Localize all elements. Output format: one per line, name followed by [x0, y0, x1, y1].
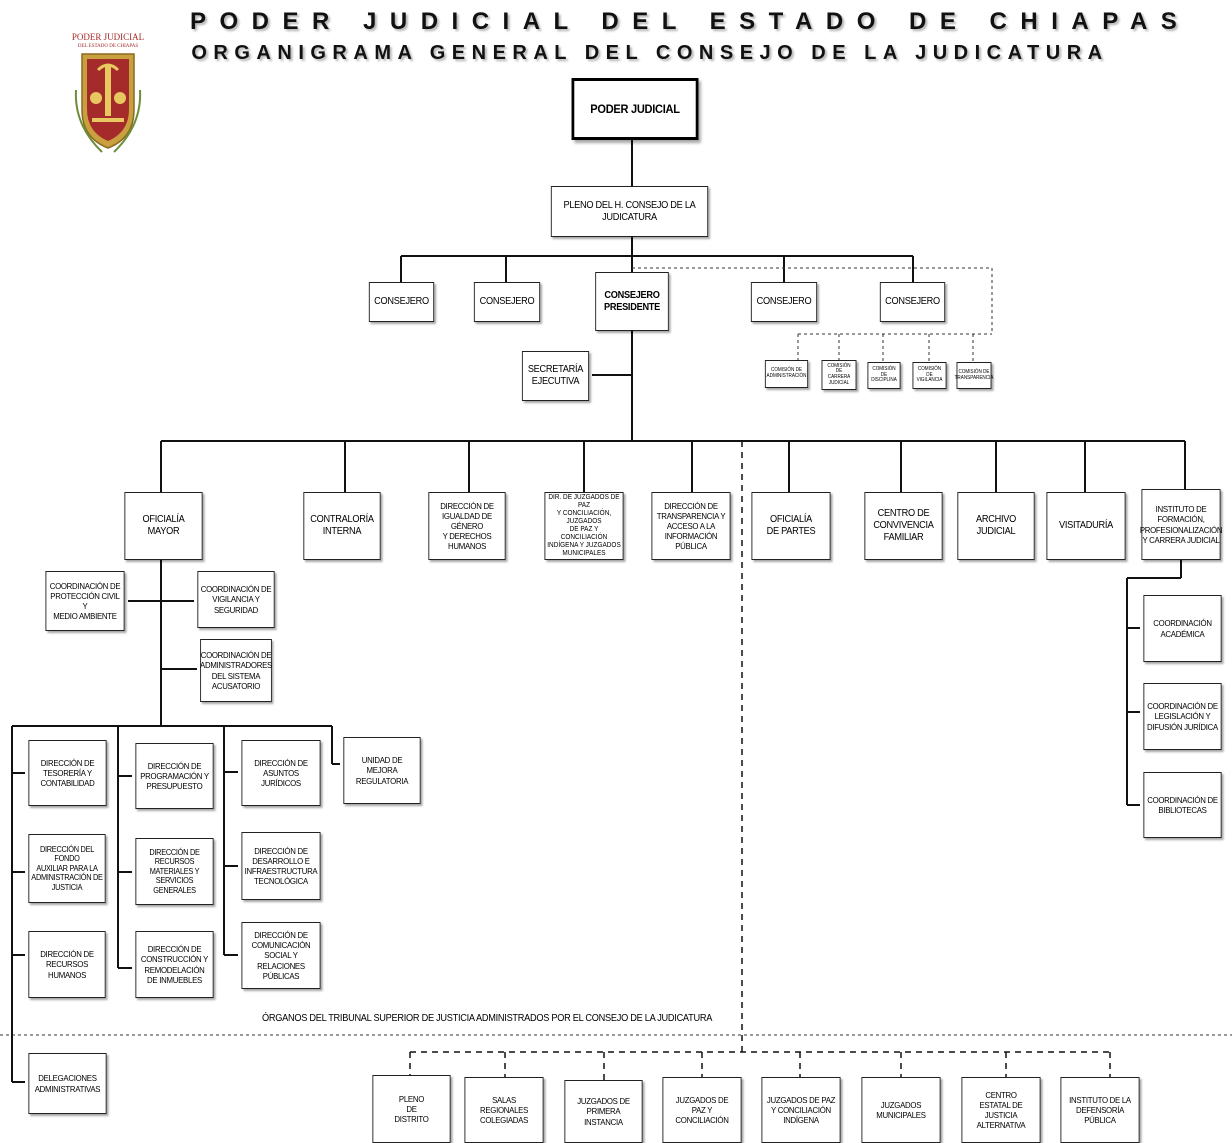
node-dir-recursos-materiales: DIRECCIÓN DE RECURSOS MATERIALES Y SERVI…: [135, 838, 214, 905]
node-dir-recursos-humanos: DIRECCIÓN DE RECURSOS HUMANOS: [28, 931, 106, 998]
node-dir-infraestructura: DIRECCIÓN DE DESARROLLO E INFRAESTRUCTUR…: [241, 832, 321, 900]
node-consejero-3: CONSEJERO: [750, 282, 818, 322]
node-centro-convivencia: CENTRO DE CONVIVENCIA FAMILIAR: [864, 492, 943, 560]
node-juzgados-municipales: JUZGADOS MUNICIPALES: [861, 1077, 941, 1143]
node-coord-vigilancia: COORDINACIÓN DE VIGILANCIA Y SEGURIDAD: [197, 571, 275, 628]
node-consejero-4: CONSEJERO: [879, 282, 946, 322]
node-oficialia-mayor: OFICIALÍA MAYOR: [124, 492, 203, 560]
logo-text-line1: PODER JUDICIAL: [72, 32, 144, 42]
node-centro-justicia-alternativa: CENTRO ESTATAL DE JUSTICIA ALTERNATIVA: [961, 1077, 1041, 1143]
node-direccion-juzgados-paz: DIR. DE JUZGADOS DE PAZ Y CONCILIACIÓN, …: [544, 492, 624, 560]
node-poder-judicial: PODER JUDICIAL: [571, 78, 699, 140]
node-coord-bibliotecas: COORDINACIÓN DE BIBLIOTECAS: [1143, 772, 1222, 838]
node-coord-legislacion: COORDINACIÓN DE LEGISLACIÓN Y DIFUSIÓN J…: [1143, 683, 1222, 750]
poder-judicial-logo: PODER JUDICIAL DEL ESTADO DE CHIAPAS: [72, 32, 144, 153]
node-consejero-1: CONSEJERO: [368, 282, 435, 322]
logo-text-line2: DEL ESTADO DE CHIAPAS: [78, 44, 138, 49]
node-coord-proteccion-civil: COORDINACIÓN DE PROTECCIÓN CIVIL Y MEDIO…: [45, 571, 125, 631]
node-salas-regionales: SALAS REGIONALES COLEGIADAS: [464, 1077, 544, 1143]
node-comision-vigilancia: COMISIÓN DE VIGILANCIA: [912, 362, 947, 389]
node-oficialia-partes: OFICIALÍA DE PARTES: [751, 492, 831, 560]
node-comision-carrera-judicial: COMISIÓN DE CARRERA JUDICIAL: [821, 360, 857, 390]
node-dir-tesoreria: DIRECCIÓN DE TESORERÍA Y CONTABILIDAD: [28, 740, 107, 806]
node-comision-administracion: COMISIÓN DE ADMINISTRACIÓN: [764, 360, 809, 388]
node-juzgados-paz-conciliacion: JUZGADOS DE PAZ Y CONCILIACIÓN: [662, 1077, 742, 1143]
node-instituto-defensoria: INSTITUTO DE LA DEFENSORÍA PÚBLICA: [1060, 1077, 1140, 1143]
node-consejero-2: CONSEJERO: [473, 282, 541, 322]
node-consejero-presidente: CONSEJERO PRESIDENTE: [595, 272, 669, 331]
node-comision-disciplina: COMISIÓN DE DISCIPLINA: [867, 362, 901, 389]
node-dir-programacion: DIRECCIÓN DE PROGRAMACIÓN Y PRESUPUESTO: [135, 743, 214, 809]
node-coord-academica: COORDINACIÓN ACADÉMICA: [1143, 595, 1222, 662]
node-comision-transparencia: COMISIÓN DE TRANSPARENCIA: [955, 362, 993, 389]
node-juzgados-primera-instancia: JUZGADOS DE PRIMERA INSTANCIA: [564, 1080, 643, 1143]
node-instituto-formacion: INSTITUTO DE FORMACIÓN, PROFESIONALIZACI…: [1140, 489, 1222, 560]
page-title: PODER JUDICIAL DEL ESTADO DE CHIAPAS: [190, 8, 1191, 35]
node-unidad-mejora-regulatoria: UNIDAD DE MEJORA REGULATORIA: [343, 737, 421, 804]
node-pleno-consejo: PLENO DEL H. CONSEJO DE LA JUDICATURA: [550, 186, 709, 237]
node-contraloria-interna: CONTRALORÍA INTERNA: [303, 492, 381, 560]
node-dir-fondo-auxiliar: DIRECCIÓN DEL FONDO AUXILIAR PARA LA ADM…: [28, 834, 106, 903]
node-pleno-distrito: PLENO DE DISTRITO: [372, 1075, 451, 1143]
node-coord-administradores: COORDINACIÓN DE ADMINISTRADORES DEL SIST…: [200, 639, 272, 702]
node-delegaciones-administrativas: DELEGACIONES ADMINISTRATIVAS: [28, 1053, 107, 1114]
node-visitaduria: VISITADURÍA: [1046, 492, 1126, 560]
node-transparencia: DIRECCIÓN DE TRANSPARENCIA Y ACCESO A LA…: [651, 492, 731, 560]
organos-tribunal-label: ÓRGANOS DEL TRIBUNAL SUPERIOR DE JUSTICI…: [262, 1013, 713, 1024]
node-juzgados-paz-indigena: JUZGADOS DE PAZ Y CONCILIACIÓN INDÍGENA: [761, 1077, 841, 1143]
page-subtitle: ORGANIGRAMA GENERAL DEL CONSEJO DE LA JU…: [191, 42, 1109, 64]
node-dir-comunicacion: DIRECCIÓN DE COMUNICACIÓN SOCIAL Y RELAC…: [241, 922, 321, 989]
node-dir-construccion: DIRECCIÓN DE CONSTRUCCIÓN Y REMODELACIÓN…: [135, 931, 214, 998]
node-secretaria-ejecutiva: SECRETARÍA EJECUTIVA: [521, 351, 590, 401]
node-archivo-judicial: ARCHIVO JUDICIAL: [957, 492, 1035, 560]
node-igualdad-genero: DIRECCIÓN DE IGUALDAD DE GÉNERO Y DERECH…: [428, 492, 506, 560]
node-dir-asuntos-juridicos: DIRECCIÓN DE ASUNTOS JURÍDICOS: [241, 740, 321, 806]
